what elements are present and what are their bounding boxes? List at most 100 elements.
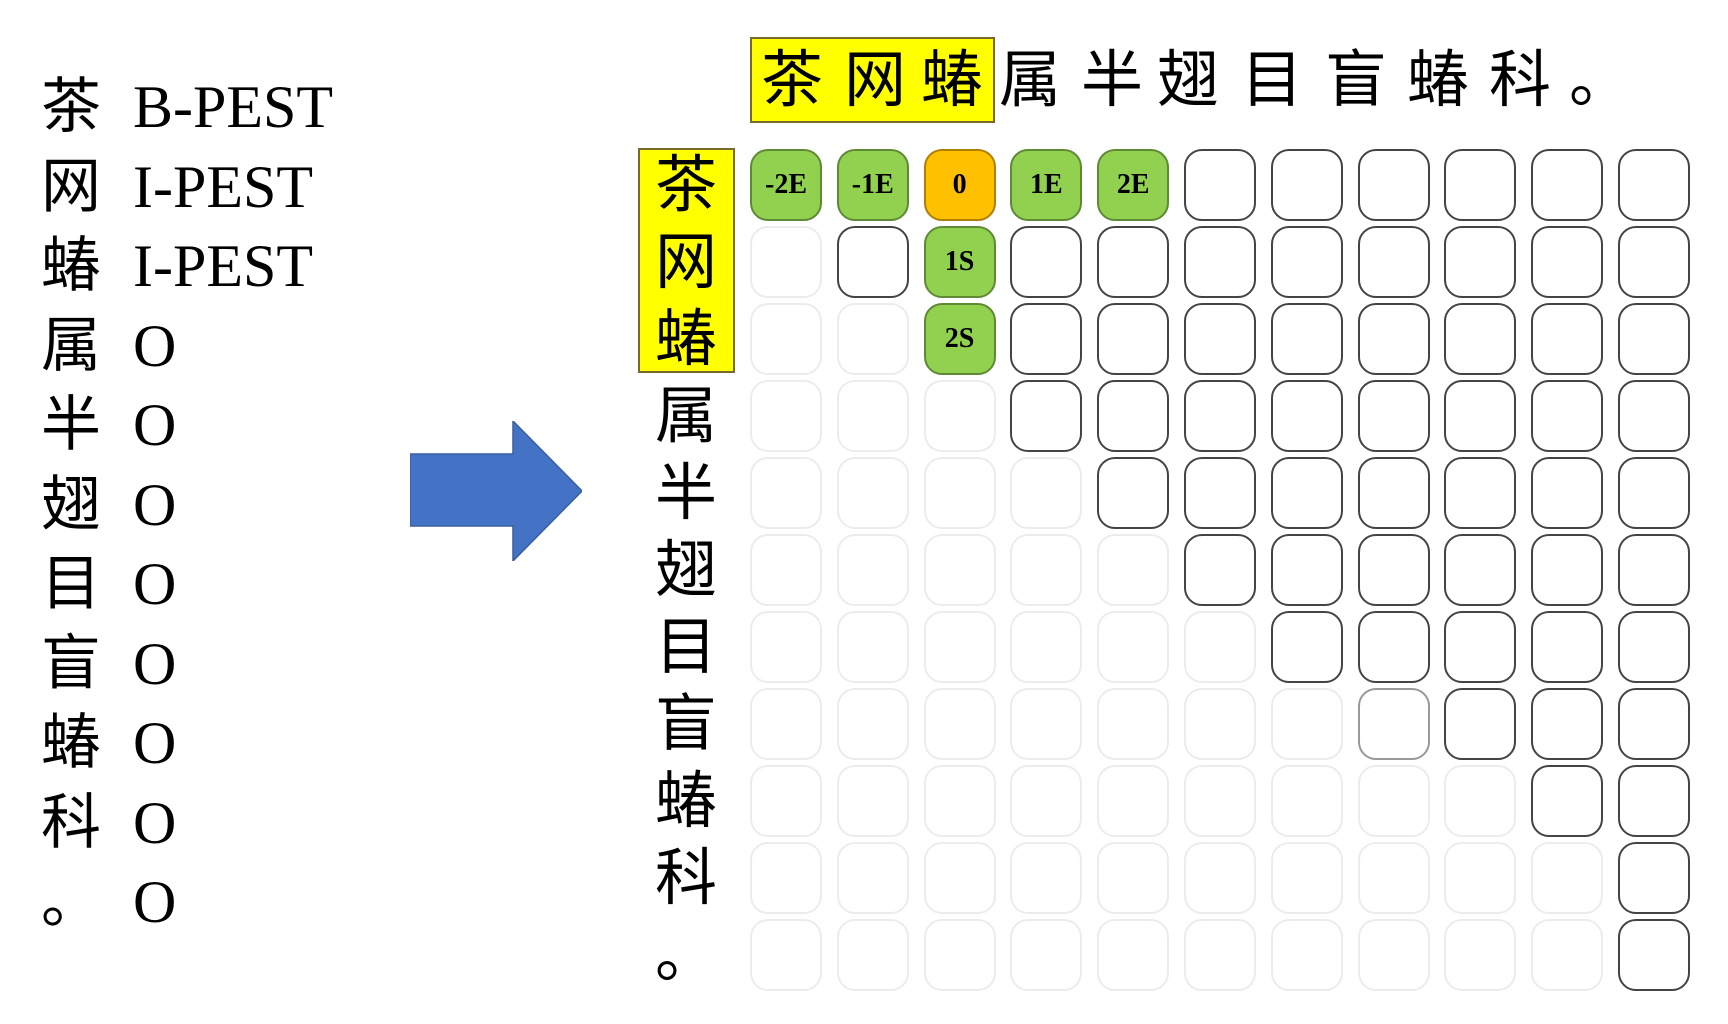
top-token: 盲 <box>1324 43 1387 116</box>
span-cell <box>1270 380 1343 452</box>
list-label: O <box>133 392 177 458</box>
top-token: 半 <box>1080 43 1143 116</box>
span-cell <box>1531 149 1604 221</box>
row-token: 半 <box>654 456 717 529</box>
span-cell <box>1184 457 1256 529</box>
span-cell <box>1531 919 1604 991</box>
span-cell <box>1010 919 1083 991</box>
span-cell <box>1618 380 1690 452</box>
span-cell <box>1097 303 1170 375</box>
span-cell <box>1618 765 1690 837</box>
span-cell <box>1184 303 1256 375</box>
span-cell <box>836 919 909 991</box>
span-cell <box>1270 149 1343 221</box>
span-cell <box>1184 842 1256 914</box>
span-cell <box>923 380 996 452</box>
span-cell <box>923 688 996 760</box>
span-cell <box>1010 688 1083 760</box>
row-token: 网 <box>654 225 717 298</box>
list-token: 蝽 <box>41 708 101 778</box>
span-cell <box>1618 919 1690 991</box>
top-token: 目 <box>1240 43 1303 116</box>
span-cell <box>1010 842 1083 914</box>
span-cell <box>1184 765 1256 837</box>
list-token: 蝽 <box>41 231 101 301</box>
row-token: 属 <box>654 379 717 452</box>
span-cell <box>1618 457 1690 529</box>
span-cell <box>923 842 996 914</box>
span-cell <box>1357 842 1430 914</box>
span-cell <box>1357 380 1430 452</box>
list-token: 茶 <box>41 72 101 142</box>
span-cell <box>750 380 822 452</box>
span-cell <box>1444 534 1517 606</box>
span-cell <box>1444 303 1517 375</box>
span-cell <box>1531 534 1604 606</box>
span-cell <box>923 919 996 991</box>
span-cell <box>1010 457 1083 529</box>
span-cell <box>1270 457 1343 529</box>
span-cell <box>1618 149 1690 221</box>
top-token: 茶 <box>760 43 823 116</box>
span-cell <box>1444 611 1517 683</box>
span-cell <box>1444 842 1517 914</box>
span-cell <box>1184 534 1256 606</box>
span-cell <box>1444 688 1517 760</box>
span-cell <box>1357 226 1430 298</box>
span-cell <box>1184 688 1256 760</box>
span-cell-labeled: 1S <box>923 226 996 298</box>
span-cell <box>750 842 822 914</box>
span-cell <box>1184 919 1256 991</box>
span-cell <box>836 380 909 452</box>
span-cell <box>1010 534 1083 606</box>
span-cell <box>1270 765 1343 837</box>
list-label: O <box>133 471 177 538</box>
left-entity-highlight <box>638 148 735 373</box>
list-label: O <box>133 710 177 776</box>
span-cell <box>1010 303 1083 375</box>
span-cell <box>1531 457 1604 529</box>
span-cell <box>1184 380 1256 452</box>
span-cell <box>1357 688 1430 760</box>
span-cell <box>1444 457 1517 529</box>
list-label: I-PEST <box>133 233 313 299</box>
top-token: 科 <box>1488 43 1551 116</box>
list-token: 网 <box>41 151 101 222</box>
list-label: I-PEST <box>133 153 313 220</box>
span-cell <box>1618 842 1690 914</box>
top-token: 翅 <box>1156 43 1219 116</box>
span-cell <box>1097 688 1170 760</box>
span-cell <box>750 919 822 991</box>
span-cell <box>1357 919 1430 991</box>
span-cell <box>1444 765 1517 837</box>
list-label: O <box>133 312 177 379</box>
span-cell <box>836 457 909 529</box>
top-token: 。 <box>1568 43 1631 116</box>
list-token: 目 <box>41 549 101 619</box>
span-cell <box>750 688 822 760</box>
span-cell-labeled: 2S <box>923 303 996 375</box>
span-cell <box>750 303 822 375</box>
span-cell <box>836 226 909 298</box>
list-token: 属 <box>41 310 101 381</box>
span-cell <box>923 534 996 606</box>
span-cell <box>1618 303 1690 375</box>
top-token: 蝽 <box>920 43 983 116</box>
top-entity-highlight <box>750 37 995 123</box>
row-token: 蝽 <box>654 764 717 837</box>
span-cell <box>1097 380 1170 452</box>
span-cell <box>1010 226 1083 298</box>
span-cell <box>1531 765 1604 837</box>
span-cell <box>750 457 822 529</box>
span-cell <box>750 765 822 837</box>
span-cell <box>1270 919 1343 991</box>
list-label: O <box>133 551 177 617</box>
span-cell <box>1444 380 1517 452</box>
span-cell <box>1010 765 1083 837</box>
span-cell <box>836 611 909 683</box>
span-cell <box>1444 226 1517 298</box>
row-token: 科 <box>654 841 717 914</box>
span-cell <box>1270 534 1343 606</box>
row-token: 蝽 <box>654 302 717 375</box>
span-cell <box>1357 149 1430 221</box>
